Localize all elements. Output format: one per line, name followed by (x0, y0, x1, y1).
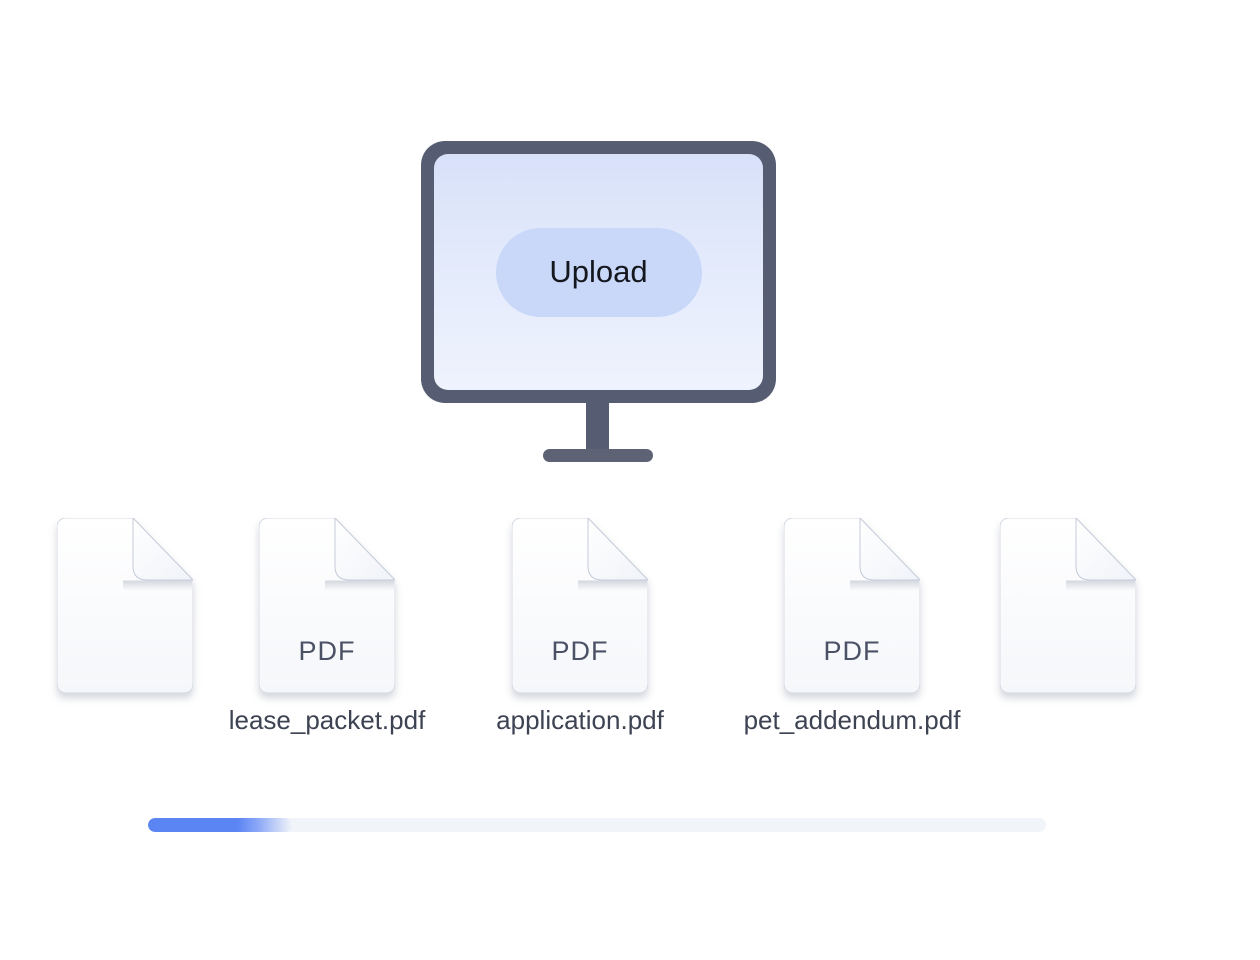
upload-progress-fill (148, 818, 292, 832)
upload-progress-track (148, 818, 1046, 832)
monitor-screen: Upload (434, 154, 763, 390)
file-type-label: PDF (298, 636, 356, 666)
upload-button[interactable]: Upload (495, 227, 702, 317)
monitor-stand-base (543, 449, 653, 462)
document-page-icon (259, 518, 395, 693)
document-page-icon (57, 518, 193, 693)
file-type-label: PDF (823, 636, 881, 666)
file-name-label: pet_addendum.pdf (743, 705, 961, 735)
file-icon-blank-right (1000, 518, 1136, 693)
monitor-frame: Upload (421, 141, 776, 403)
monitor-stand-neck (586, 403, 609, 451)
file-type-label: PDF (551, 636, 609, 666)
document-page-icon (512, 518, 648, 693)
document-page-icon (784, 518, 920, 693)
file-icon-lease-packet: PDF lease_packet.pdf (229, 518, 425, 735)
file-icon-blank-left (57, 518, 193, 693)
file-name-label: application.pdf (496, 705, 664, 735)
file-name-label: lease_packet.pdf (228, 705, 426, 735)
file-icon-application: PDF application.pdf (496, 518, 664, 735)
document-page-icon (1000, 518, 1136, 693)
file-icon-pet-addendum: PDF pet_addendum.pdf (744, 518, 960, 735)
